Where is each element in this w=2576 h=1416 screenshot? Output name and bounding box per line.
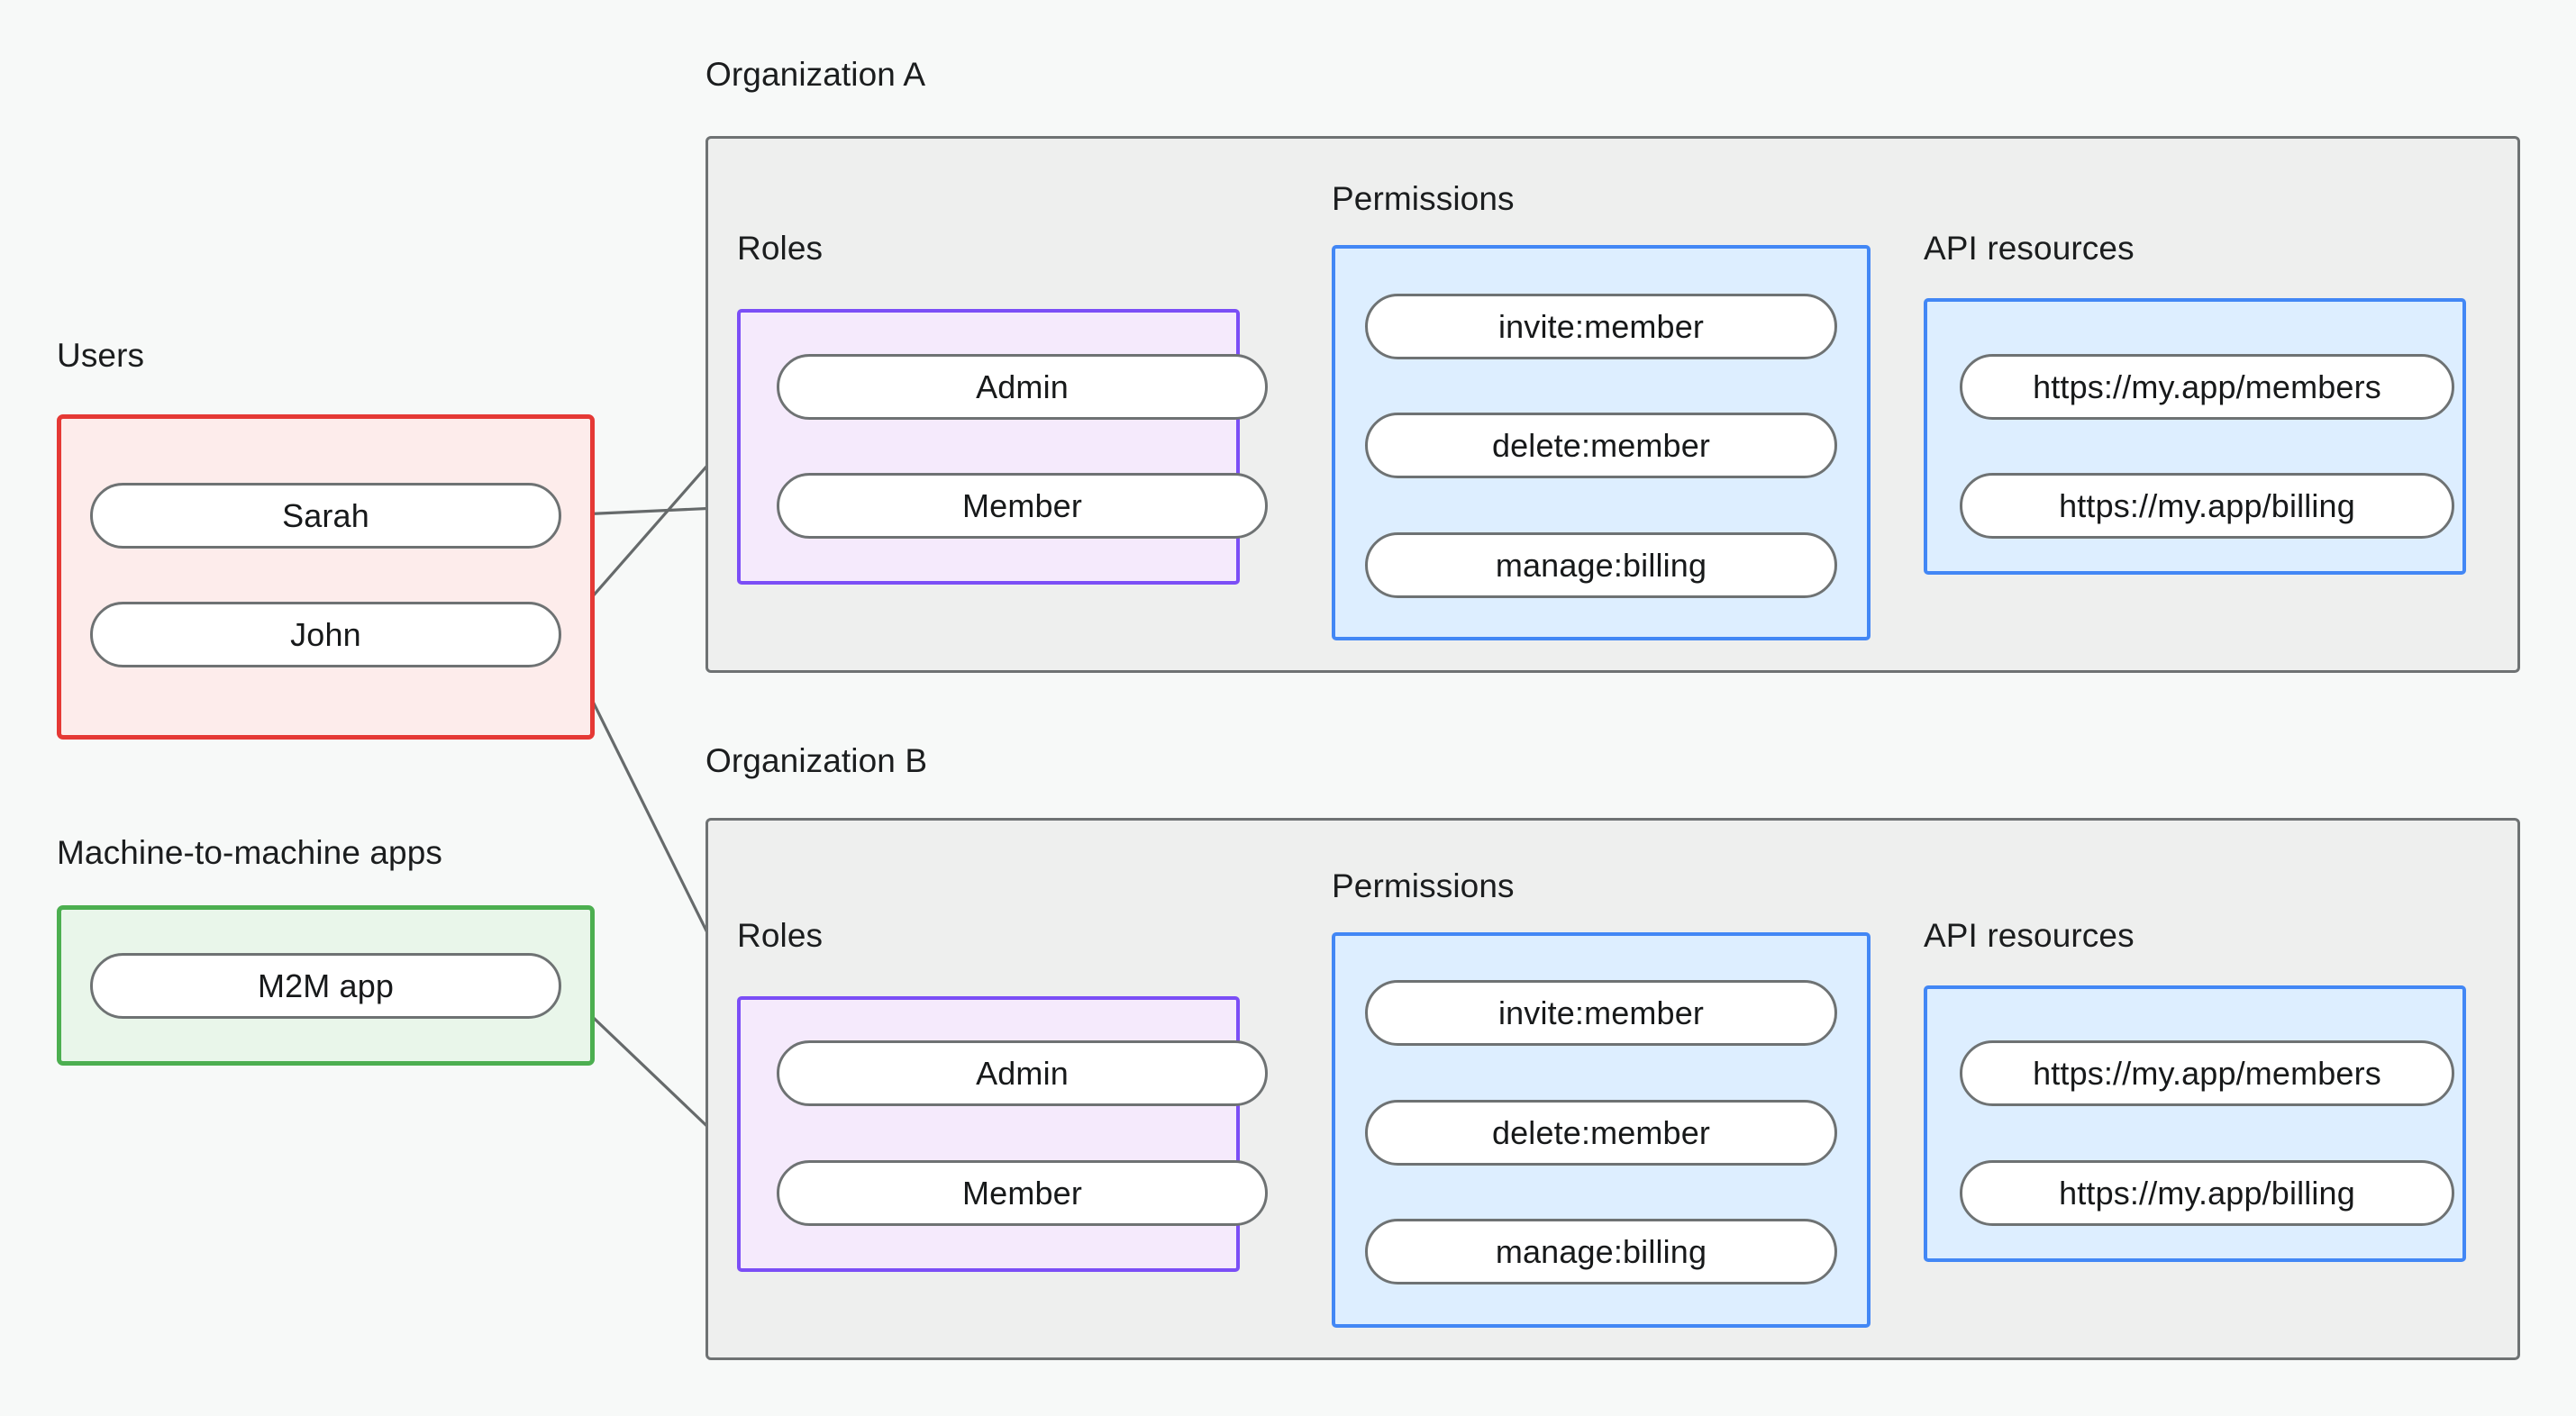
org-a-permission-manage-billing[interactable]: manage:billing <box>1365 532 1837 598</box>
org-a-api-resource-billing[interactable]: https://my.app/billing <box>1960 473 2454 539</box>
org-a-caption: Organization A <box>705 56 926 93</box>
user-node-sarah[interactable]: Sarah <box>90 483 561 549</box>
org-a-role-admin[interactable]: Admin <box>777 354 1268 420</box>
org-a-api-caption: API resources <box>1924 230 2135 267</box>
org-a-roles-box <box>737 309 1240 585</box>
m2m-caption: Machine-to-machine apps <box>57 834 443 871</box>
org-b-roles-box <box>737 996 1240 1272</box>
org-b-api-resource-members[interactable]: https://my.app/members <box>1960 1040 2454 1106</box>
org-a-permission-delete-member[interactable]: delete:member <box>1365 413 1837 478</box>
users-caption: Users <box>57 337 145 374</box>
org-b-permission-delete-member[interactable]: delete:member <box>1365 1100 1837 1166</box>
org-b-api-caption: API resources <box>1924 917 2135 954</box>
org-a-api-resource-members[interactable]: https://my.app/members <box>1960 354 2454 420</box>
org-b-api-resource-billing[interactable]: https://my.app/billing <box>1960 1160 2454 1226</box>
m2m-node-app[interactable]: M2M app <box>90 953 561 1019</box>
org-b-roles-caption: Roles <box>737 917 824 954</box>
org-b-permission-invite-member[interactable]: invite:member <box>1365 980 1837 1046</box>
org-a-roles-caption: Roles <box>737 230 824 267</box>
org-b-permissions-caption: Permissions <box>1332 867 1515 904</box>
org-b-caption: Organization B <box>705 742 928 779</box>
org-a-permissions-caption: Permissions <box>1332 180 1515 217</box>
org-b-role-member[interactable]: Member <box>777 1160 1268 1226</box>
user-node-john[interactable]: John <box>90 602 561 667</box>
users-group-box <box>57 414 595 740</box>
org-b-permission-manage-billing[interactable]: manage:billing <box>1365 1219 1837 1284</box>
org-b-role-admin[interactable]: Admin <box>777 1040 1268 1106</box>
org-a-permission-invite-member[interactable]: invite:member <box>1365 294 1837 359</box>
org-a-role-member[interactable]: Member <box>777 473 1268 539</box>
